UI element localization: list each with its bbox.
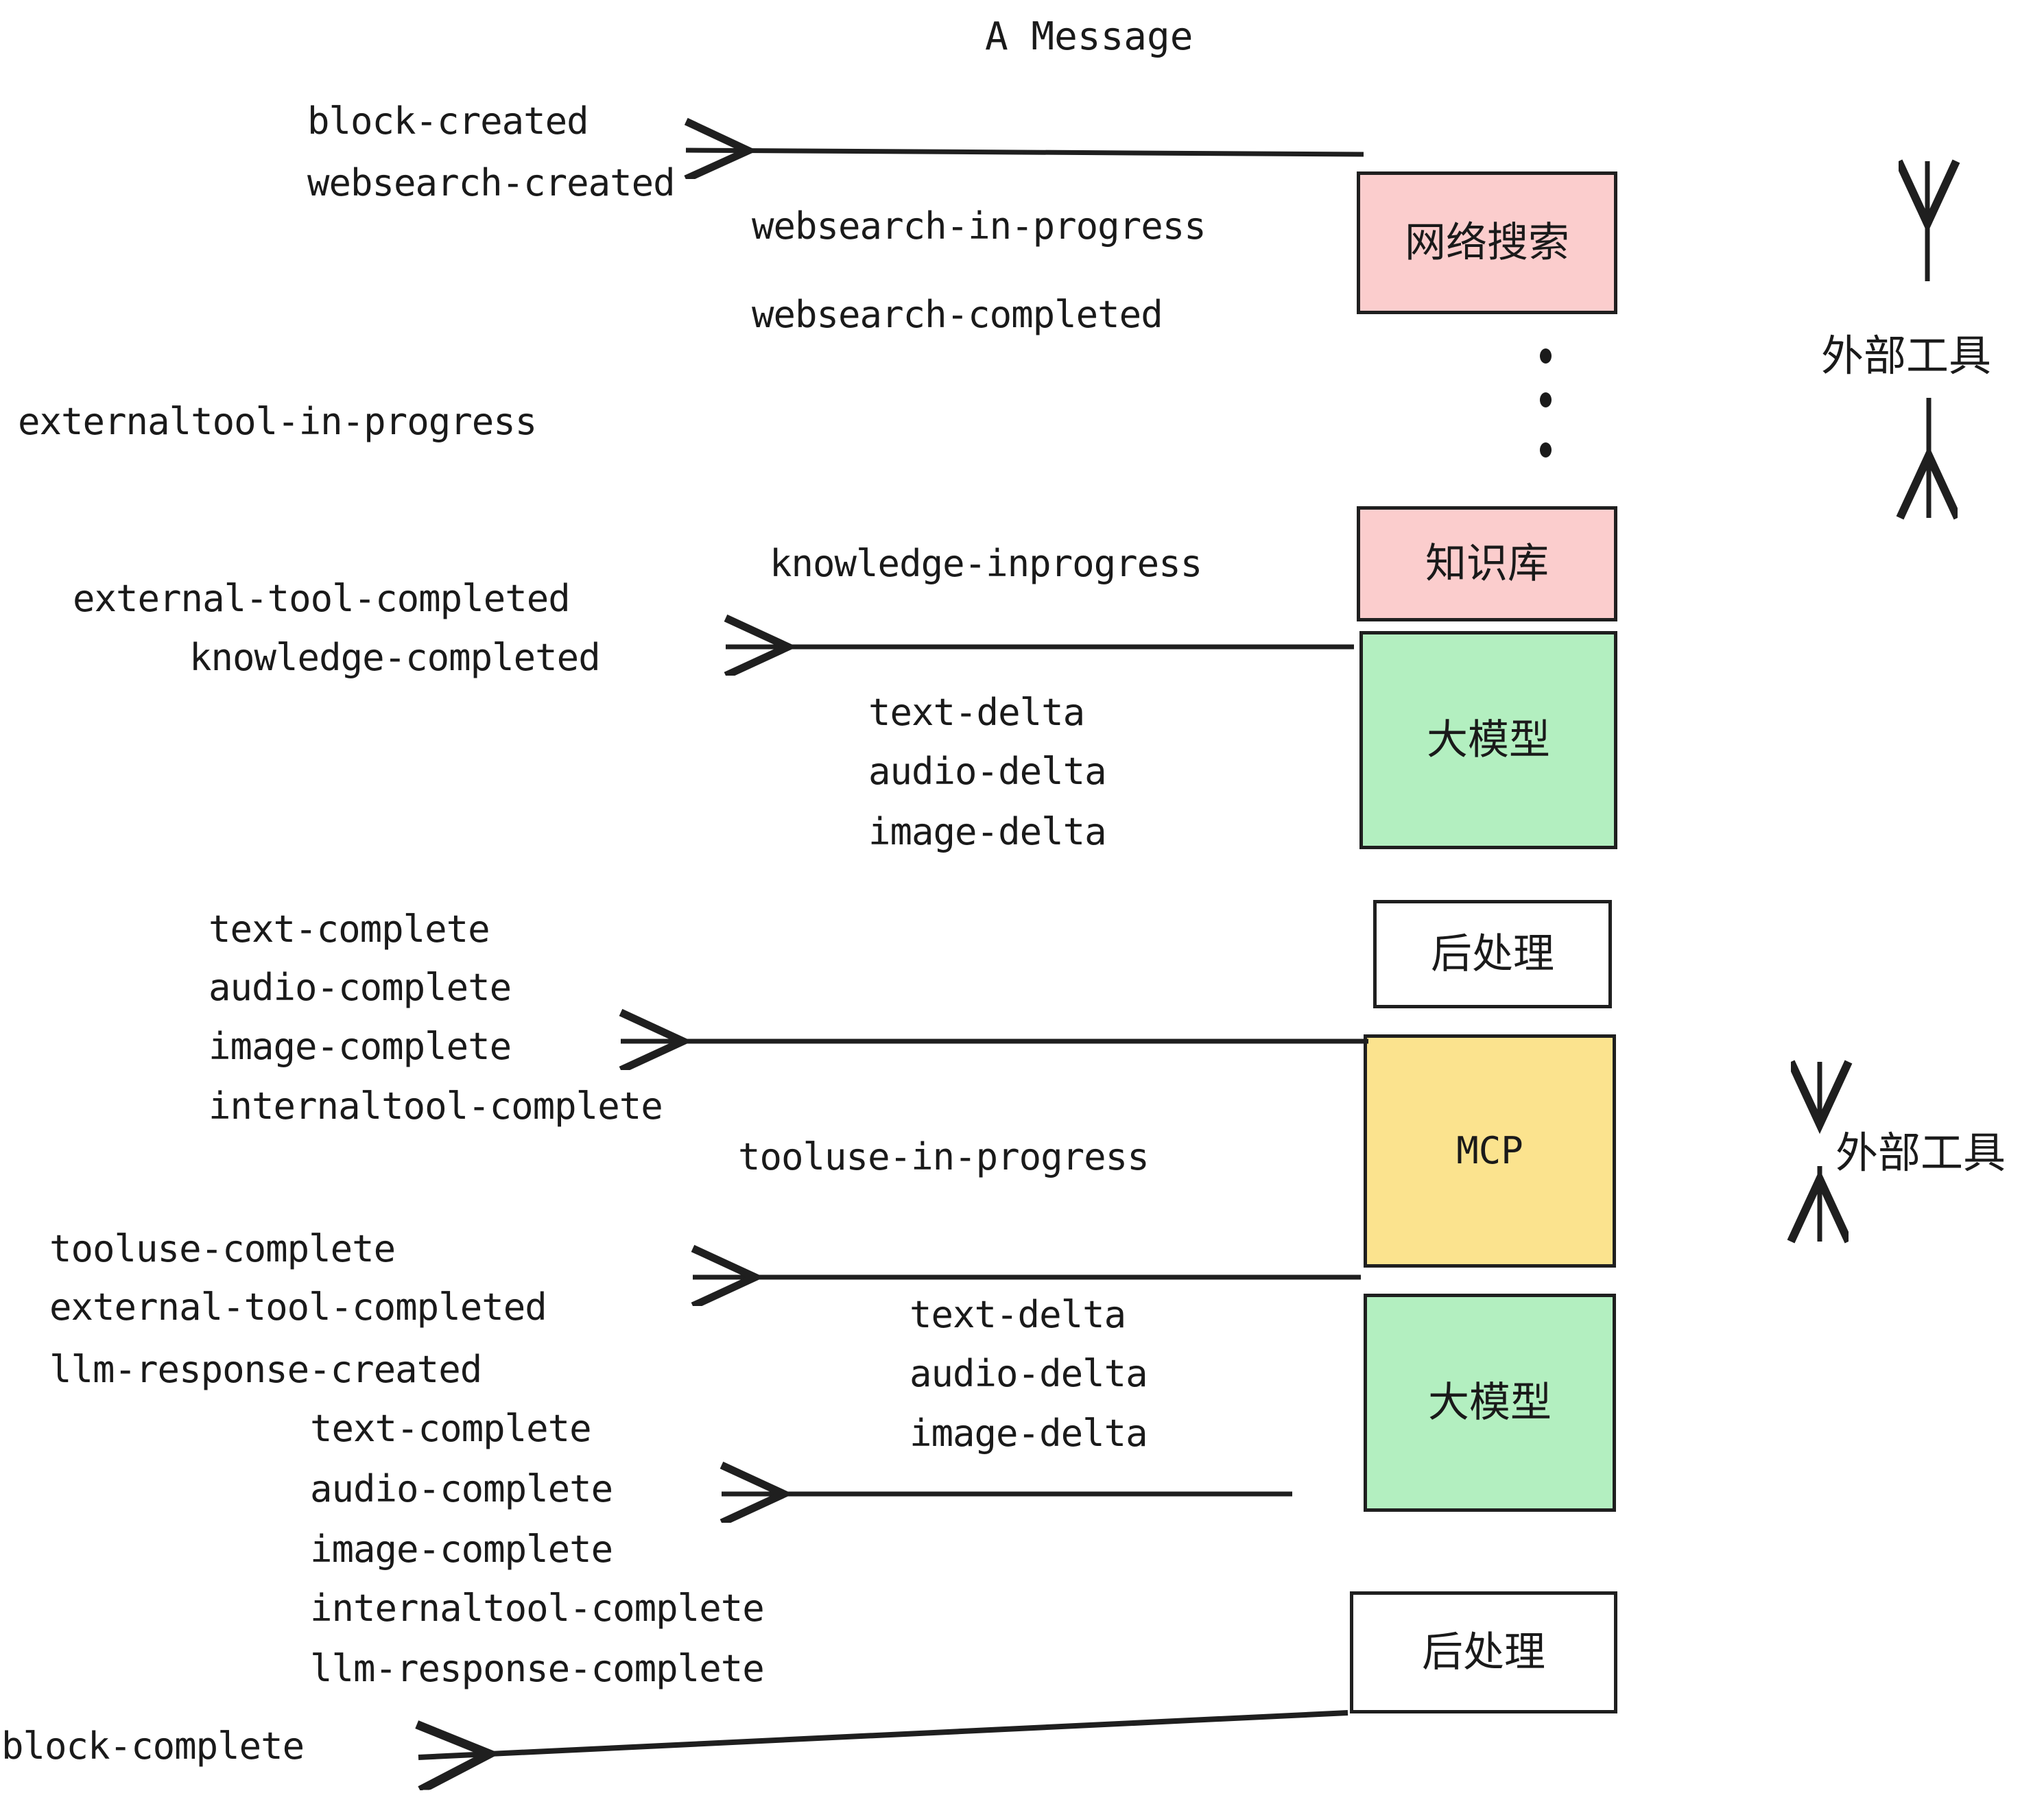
event-label-text-delta-1: text-delta (868, 691, 1085, 734)
page-title: A Message (985, 14, 1193, 59)
side-label-external-tools-bottom: 外部工具 (1835, 1128, 2006, 1178)
box-postprocess-2[interactable]: 后处理 (1350, 1591, 1617, 1713)
box-llm-2-label: 大模型 (1428, 1379, 1552, 1427)
event-label-websearch-created: websearch-created (307, 161, 676, 204)
event-label-image-complete-2: image-complete (310, 1528, 613, 1571)
event-label-llm-response-created: llm-response-created (49, 1348, 482, 1391)
box-llm-1-label: 大模型 (1427, 716, 1550, 764)
event-label-audio-delta-2: audio-delta (910, 1352, 1148, 1395)
event-label-websearch-completed: websearch-completed (752, 293, 1163, 336)
box-postprocess-2-label: 后处理 (1422, 1628, 1545, 1676)
event-label-websearch-in-progress: websearch-in-progress (752, 204, 1207, 248)
event-label-knowledge-inprogress: knowledge-inprogress (770, 542, 1202, 585)
event-label-internaltool-complete-2: internaltool-complete (310, 1587, 765, 1630)
ellipsis-dot-2 (1540, 392, 1552, 407)
event-label-block-created: block-created (307, 99, 589, 143)
box-mcp-label: MCP (1456, 1129, 1523, 1172)
event-label-knowledge-completed: knowledge-completed (189, 636, 601, 679)
event-label-audio-complete-2: audio-complete (310, 1467, 613, 1510)
event-label-image-complete-1: image-complete (209, 1025, 512, 1068)
event-label-llm-response-complete: llm-response-complete (310, 1647, 765, 1690)
box-websearch[interactable]: 网络搜索 (1357, 171, 1617, 314)
box-llm-2[interactable]: 大模型 (1364, 1294, 1616, 1512)
box-knowledge[interactable]: 知识库 (1357, 506, 1617, 621)
event-label-text-delta-2: text-delta (910, 1293, 1126, 1336)
event-label-image-delta-1: image-delta (868, 810, 1107, 853)
event-label-audio-complete-1: audio-complete (209, 966, 512, 1009)
side-label-external-tools-top: 外部工具 (1821, 331, 1992, 381)
arrow-postprocess2-to-block-complete (418, 1710, 1348, 1757)
event-label-internaltool-complete-1: internaltool-complete (209, 1084, 663, 1128)
event-label-external-tool-completed-2: external-tool-completed (49, 1285, 547, 1329)
event-label-text-complete-1: text-complete (209, 907, 490, 951)
box-websearch-label: 网络搜索 (1405, 219, 1569, 267)
event-label-image-delta-2: image-delta (910, 1412, 1148, 1455)
event-label-externaltool-in-progress: externaltool-in-progress (18, 400, 537, 443)
box-knowledge-label: 知识库 (1425, 540, 1549, 588)
box-postprocess-1-label: 后处理 (1431, 930, 1554, 978)
box-llm-1[interactable]: 大模型 (1359, 631, 1617, 849)
ellipsis-dot-1 (1540, 348, 1552, 364)
event-label-audio-delta-1: audio-delta (868, 750, 1107, 793)
event-label-text-complete-2: text-complete (310, 1407, 592, 1450)
box-postprocess-1[interactable]: 后处理 (1373, 900, 1612, 1008)
event-label-tooluse-complete: tooluse-complete (49, 1227, 396, 1270)
event-label-block-complete: block-complete (1, 1724, 305, 1768)
event-label-external-tool-completed-1: external-tool-completed (73, 577, 571, 620)
event-label-tooluse-in-progress: tooluse-in-progress (738, 1135, 1150, 1178)
box-mcp[interactable]: MCP (1364, 1034, 1616, 1268)
arrow-websearch-to-created (686, 150, 1364, 154)
ellipsis-dot-3 (1540, 442, 1552, 458)
